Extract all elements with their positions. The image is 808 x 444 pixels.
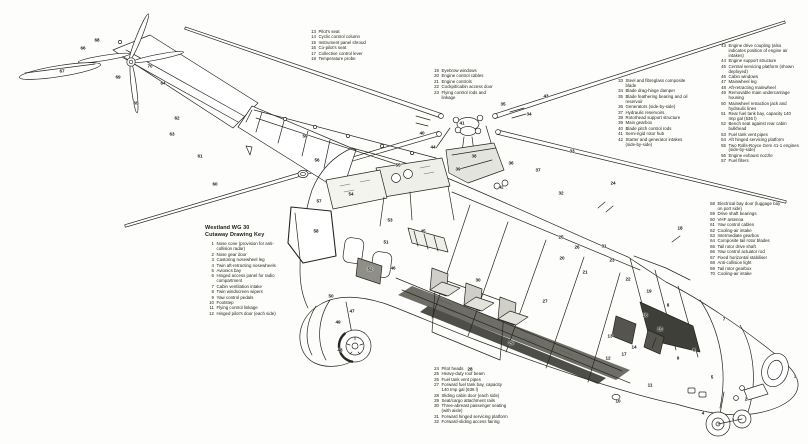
fuselage xyxy=(287,147,799,416)
landing-gear xyxy=(306,299,769,437)
rotor-head-and-engines xyxy=(297,114,509,227)
tail-assembly xyxy=(19,13,437,193)
main-rotor-blades xyxy=(124,20,787,228)
cockpit-nose xyxy=(611,255,789,413)
